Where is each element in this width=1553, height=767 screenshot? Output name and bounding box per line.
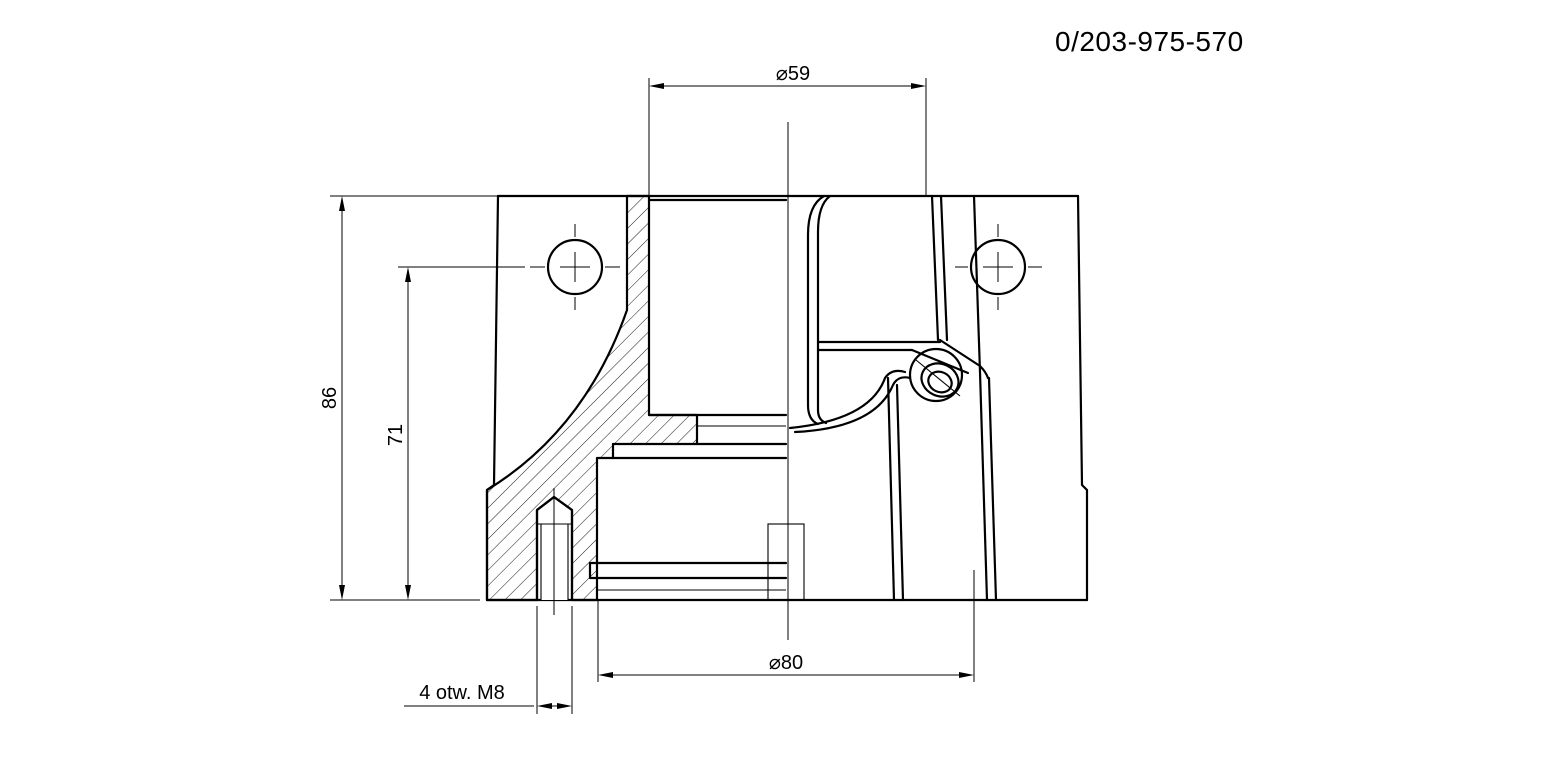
hole-height-label: 71 xyxy=(385,424,407,446)
dimension-bottom-diameter: ⌀80 xyxy=(597,570,975,682)
part-number: 0/203-975-570 xyxy=(1055,26,1244,57)
mounting-hole-left xyxy=(530,224,620,310)
section-hatching xyxy=(485,194,699,602)
dimension-hole-height: 71 xyxy=(385,266,525,600)
mounting-hole-right xyxy=(955,224,1042,310)
ball-plug-detail xyxy=(908,347,964,403)
top-diameter-label: ⌀59 xyxy=(776,63,810,85)
right-half-view xyxy=(788,194,998,602)
bottom-diameter-label: ⌀80 xyxy=(769,652,803,674)
left-bore xyxy=(588,198,805,601)
dimension-total-height: 86 xyxy=(319,195,498,601)
total-height-label: 86 xyxy=(319,387,341,409)
dimension-top-diameter: ⌀59 xyxy=(648,63,927,196)
threaded-hole xyxy=(535,488,574,615)
thread-holes-label: 4 otw. M8 xyxy=(419,682,505,704)
dimension-thread-holes: 4 otw. M8 xyxy=(404,606,573,714)
